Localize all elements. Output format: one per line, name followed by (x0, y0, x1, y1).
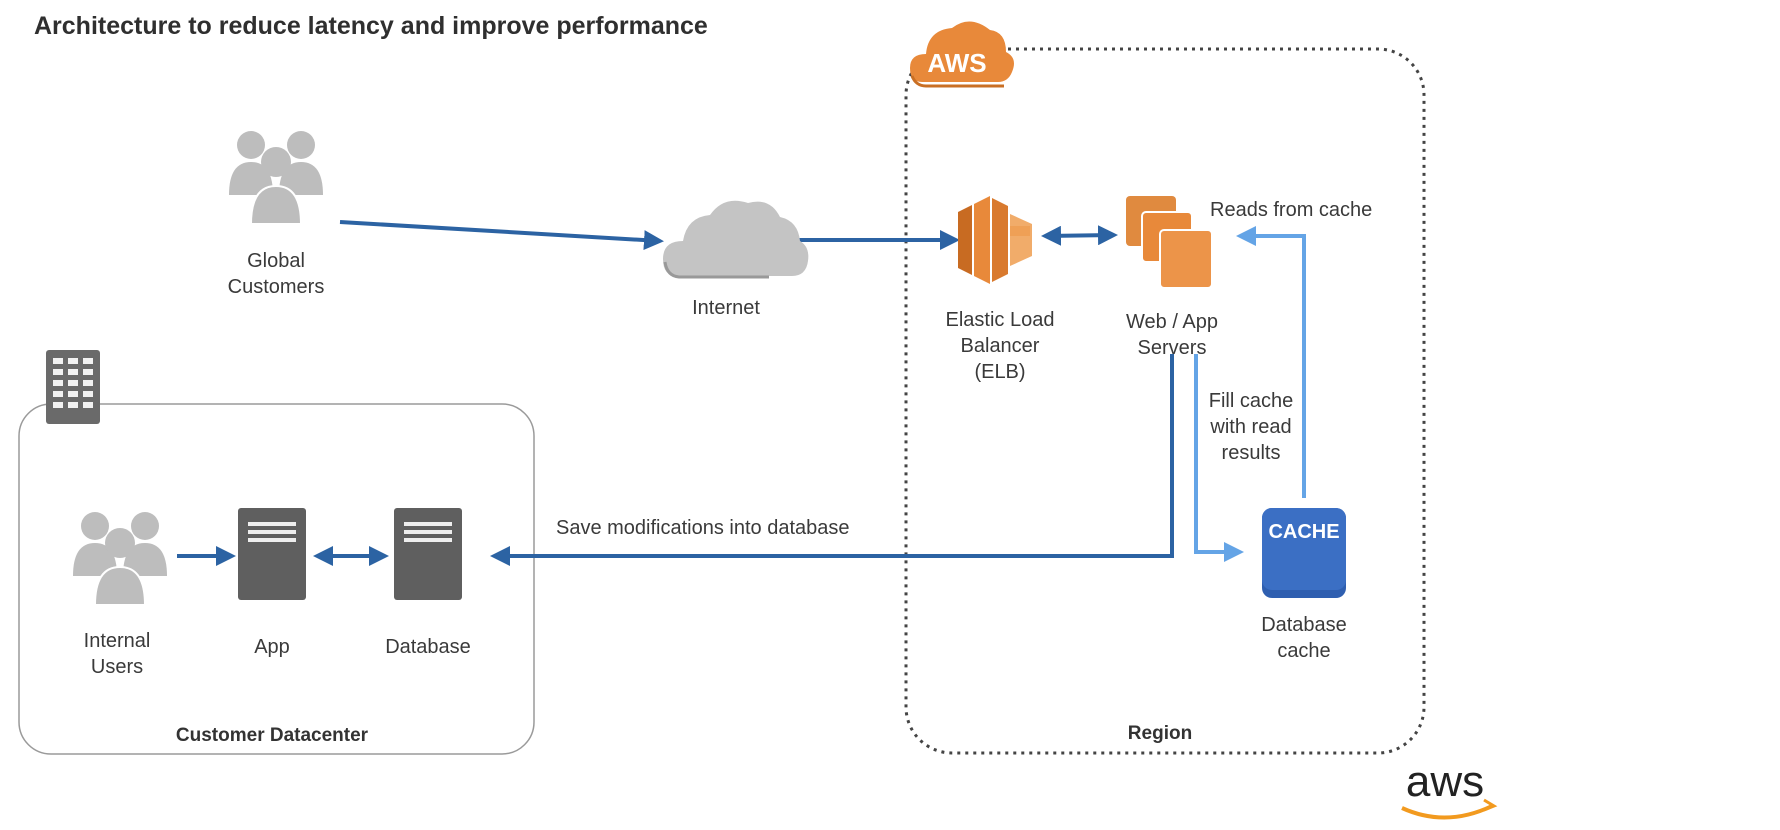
aws-smile-icon (1401, 804, 1493, 820)
app-text: App (254, 636, 290, 658)
label-global-customers: Global Customers (206, 248, 346, 300)
aws-logo: aws (1401, 757, 1498, 820)
label-reads-from-cache: Reads from cache (1210, 197, 1410, 223)
arrow-elb-web-bidirectional (1041, 225, 1118, 246)
label-fill-cache: Fill cache with read results (1196, 388, 1306, 466)
app-server-icon (238, 508, 306, 600)
datacenter-building-icon (46, 350, 100, 424)
database-cache-icon (1262, 508, 1346, 598)
fill-cache-text: Fill cache with read results (1208, 390, 1294, 464)
reads-from-cache-text: Reads from cache (1210, 199, 1373, 221)
internal-users-icon (73, 512, 167, 606)
database-cache-text: Database cache (1261, 614, 1347, 662)
arrow-reads-from-cache (1236, 226, 1306, 498)
cache-badge-label: CACHE (1268, 521, 1339, 543)
aws-cloud-label: AWS (927, 48, 986, 78)
web-app-servers-icon (1126, 196, 1213, 289)
label-customer-datacenter: Customer Datacenter (122, 725, 422, 747)
label-internal-users: Internal Users (57, 628, 177, 680)
label-database: Database (368, 634, 488, 660)
region-text: Region (1127, 723, 1193, 744)
arrow-customers-to-internet (339, 220, 664, 251)
arrow-fill-cache (1194, 354, 1244, 562)
database-server-icon (394, 508, 462, 600)
elb-icon (958, 196, 1032, 284)
internal-users-text: Internal Users (83, 630, 151, 678)
label-app: App (232, 634, 312, 660)
label-web-app: Web / App Servers (1107, 309, 1237, 361)
aws-logo-text: aws (1406, 757, 1484, 806)
arrow-save-to-database (490, 354, 1174, 566)
region-box (904, 47, 1426, 755)
internet-cloud-icon (663, 200, 809, 279)
diagram-title: Architecture to reduce latency and impro… (34, 12, 708, 40)
save-modifications-text: Save modifications into database (556, 517, 850, 539)
internet-text: Internet (692, 297, 760, 319)
label-elb: Elastic Load Balancer (ELB) (925, 307, 1075, 385)
web-app-text: Web / App Servers (1126, 311, 1218, 359)
customer-datacenter-box (18, 403, 535, 755)
elb-text: Elastic Load Balancer (ELB) (945, 309, 1055, 383)
global-customers-icon (229, 131, 323, 225)
database-text: Database (385, 636, 471, 658)
aws-cloud-badge: AWS (910, 21, 1014, 88)
label-save-modifications: Save modifications into database (556, 515, 896, 541)
label-internet: Internet (666, 295, 786, 321)
label-database-cache: Database cache (1239, 612, 1369, 664)
customer-datacenter-text: Customer Datacenter (175, 725, 369, 746)
label-region: Region (1100, 723, 1220, 745)
global-customers-text: Global Customers (227, 250, 325, 298)
